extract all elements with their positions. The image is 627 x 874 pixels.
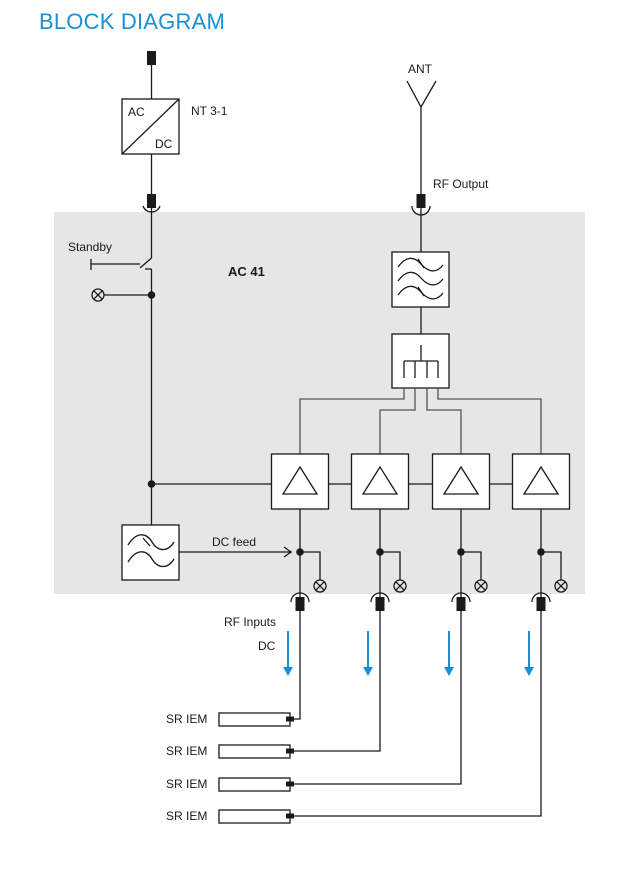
dc-direction-arrow-icon	[444, 631, 454, 676]
bandpass-filter-block	[391, 251, 450, 308]
standby-lamp-icon	[91, 288, 105, 302]
device-name: AC 41	[228, 264, 265, 279]
channel-3	[431, 453, 491, 676]
receiver-jack	[286, 716, 294, 722]
receivers: SR IEM SR IEM SR IEM SR IEM	[166, 611, 542, 824]
receiver-jack	[286, 781, 294, 787]
receiver-3: SR IEM	[166, 611, 462, 792]
wire	[461, 551, 482, 580]
channel-1	[270, 453, 330, 676]
dc-feed-arrow-icon	[283, 546, 293, 558]
splitter-output-1	[299, 388, 405, 454]
splitter-output-2	[379, 388, 416, 454]
receiver-2: SR IEM	[166, 611, 381, 759]
dc-lamp-icon	[554, 579, 568, 593]
dc-direction-arrow-icon	[283, 631, 293, 676]
power-supply-name: NT 3-1	[191, 104, 228, 118]
dc-label: DC	[155, 137, 173, 151]
amplifier-triangle-icon	[442, 465, 480, 495]
amplifier-block	[350, 453, 410, 510]
receiver-1: SR IEM	[166, 611, 301, 727]
receiver-label: SR IEM	[166, 744, 207, 758]
amplifier-triangle-icon	[361, 465, 399, 495]
amplifier-triangle-icon	[522, 465, 560, 495]
receiver-body	[218, 777, 291, 792]
rf-input-connector	[290, 592, 310, 611]
antenna-label: ANT	[408, 62, 433, 76]
dc-feed-label: DC feed	[212, 535, 256, 549]
receiver-label: SR IEM	[166, 712, 207, 726]
channels	[270, 453, 571, 676]
wire	[300, 551, 321, 580]
antenna-cable	[294, 611, 381, 752]
receiver-body	[218, 809, 291, 824]
dc-direction-label: DC	[258, 639, 276, 653]
antenna-cable	[294, 611, 462, 785]
receiver-jack	[286, 813, 294, 819]
receiver-label: SR IEM	[166, 777, 207, 791]
amplifier-block	[511, 453, 571, 510]
receiver-jack	[286, 748, 294, 754]
receiver-label: SR IEM	[166, 809, 207, 823]
antenna-icon	[406, 80, 437, 109]
rf-input-connector	[531, 592, 551, 611]
standby-label: Standby	[68, 240, 112, 254]
splitter-block	[391, 333, 450, 389]
channel-4	[511, 453, 571, 676]
receiver-body	[218, 744, 291, 759]
receiver-4: SR IEM	[166, 611, 542, 824]
rf-input-connector	[370, 592, 390, 611]
wire	[380, 551, 401, 580]
dc-filter-block	[121, 524, 180, 581]
amplifier-block	[431, 453, 491, 510]
standby-switch	[90, 257, 152, 270]
rf-input-connector	[451, 592, 471, 611]
amplifier-triangle-icon	[281, 465, 319, 495]
dc-lamp-icon	[313, 579, 327, 593]
splitter-output-3	[426, 388, 462, 454]
power-supply-block: AC DC	[121, 98, 180, 155]
splitter-output-4	[437, 388, 542, 454]
amplifier-block	[270, 453, 330, 510]
mains-plug	[147, 51, 156, 65]
antenna-cable	[294, 611, 542, 817]
dc-lamp-icon	[474, 579, 488, 593]
wire	[541, 551, 562, 580]
antenna-cable	[294, 611, 301, 720]
dc-lamp-icon	[393, 579, 407, 593]
rf-output-label: RF Output	[433, 177, 489, 191]
ac-label: AC	[128, 105, 145, 119]
channel-2	[350, 453, 410, 676]
receiver-body	[218, 712, 291, 727]
page-title: BLOCK DIAGRAM	[39, 9, 225, 34]
dc-direction-arrow-icon	[363, 631, 373, 676]
rf-inputs-label: RF Inputs	[224, 615, 276, 629]
dc-direction-arrow-icon	[524, 631, 534, 676]
